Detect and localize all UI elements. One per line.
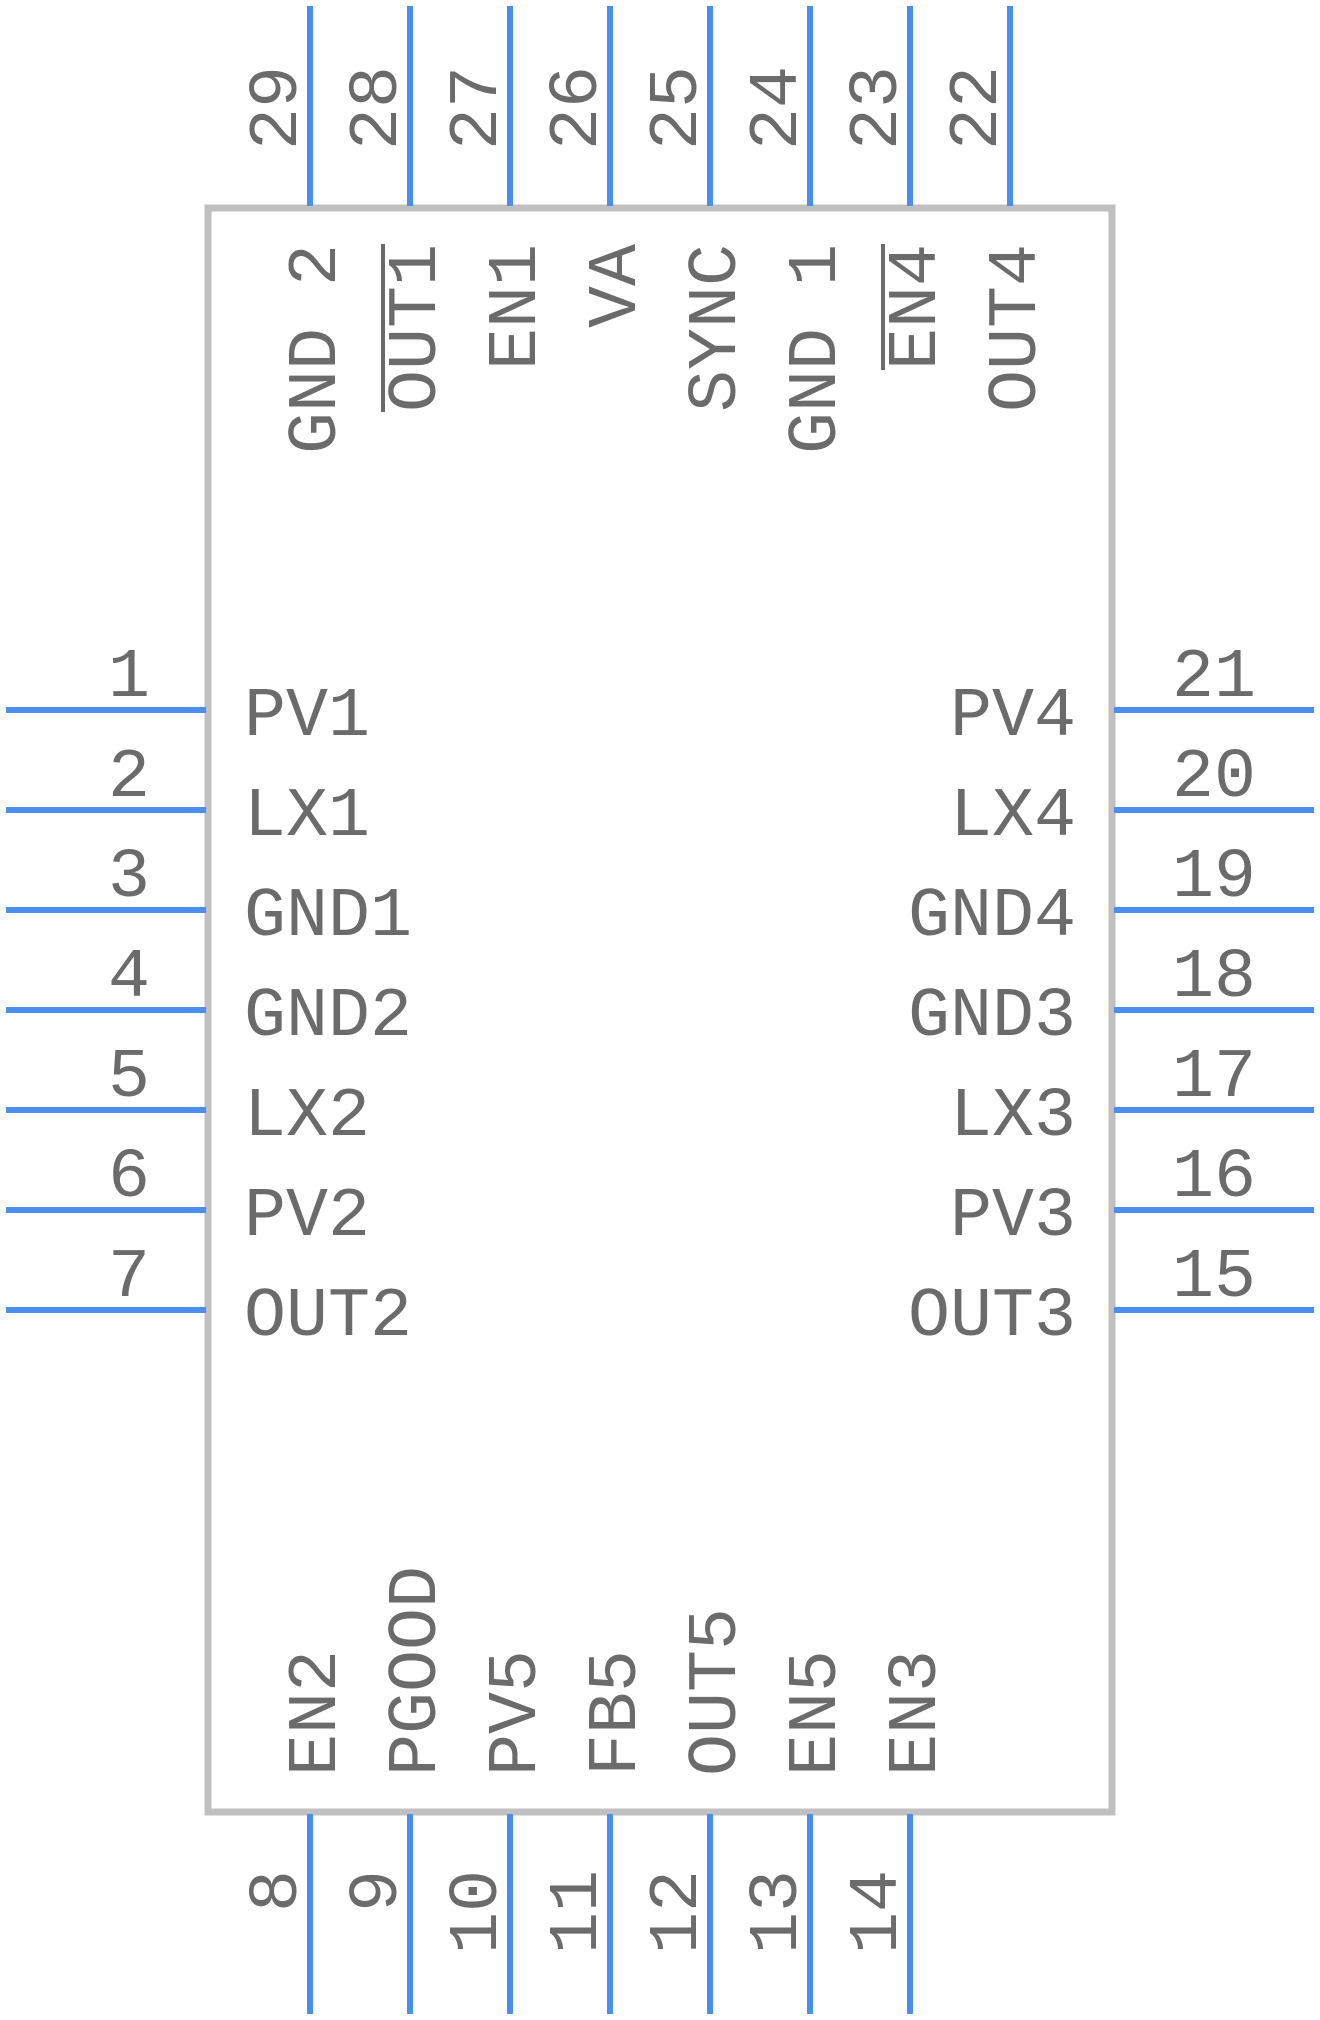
pin-17-label-lx3: LX3 <box>950 1078 1076 1157</box>
pin-8-label-en2: EN2 <box>278 1650 357 1776</box>
pin-12-label-out5: OUT5 <box>678 1608 757 1776</box>
pin-25-label-sync: SYNC <box>678 244 757 412</box>
pin-13-label-en5: EN5 <box>778 1650 857 1776</box>
pin-17-number: 17 <box>1172 1039 1256 1118</box>
pin-25-number: 25 <box>639 66 718 150</box>
pin-4-label-gnd2: GND2 <box>244 978 412 1057</box>
pin-20-number: 20 <box>1172 739 1256 818</box>
pin-15-label-out3: OUT3 <box>908 1278 1076 1357</box>
pin-21-label-pv4: PV4 <box>950 678 1076 757</box>
pin-24-number: 24 <box>739 66 818 150</box>
pin-5-label-lx2: LX2 <box>244 1078 370 1157</box>
pin-18-number: 18 <box>1172 939 1256 1018</box>
pin-1-number: 1 <box>108 639 150 718</box>
pin-29-label-gnd-2: GND 2 <box>278 244 357 454</box>
pin-3-label-gnd1: GND1 <box>244 878 412 957</box>
pin-21-number: 21 <box>1172 639 1256 718</box>
pin-28-number: 28 <box>339 66 418 150</box>
pin-1-label-pv1: PV1 <box>244 678 370 757</box>
pin-2-label-lx1: LX1 <box>244 778 370 857</box>
pin-2-number: 2 <box>108 739 150 818</box>
pin-20-label-lx4: LX4 <box>950 778 1076 857</box>
pin-24-label-gnd-1: GND 1 <box>778 244 857 454</box>
pin-19-number: 19 <box>1172 839 1256 918</box>
pin-22-label-out4: OUT4 <box>978 244 1057 412</box>
pin-6-number: 6 <box>108 1139 150 1218</box>
pin-27-number: 27 <box>439 66 518 150</box>
pin-4-number: 4 <box>108 939 150 1018</box>
pin-7-number: 7 <box>108 1239 150 1318</box>
pin-14-label-en3: EN3 <box>878 1650 957 1776</box>
pin-23-number: 23 <box>839 66 918 150</box>
pin-7-label-out2: OUT2 <box>244 1278 412 1357</box>
pin-29-number: 29 <box>239 66 318 150</box>
pin-23-label-en4: EN4 <box>878 244 957 370</box>
pin-5-number: 5 <box>108 1039 150 1118</box>
pin-9-number: 9 <box>339 1870 418 1912</box>
pin-9-label-pgood: PGOOD <box>378 1566 457 1776</box>
ic-body-outline <box>204 204 1116 1816</box>
pin-8-number: 8 <box>239 1870 318 1912</box>
pin-13-number: 13 <box>739 1870 818 1954</box>
pin-10-number: 10 <box>439 1870 518 1954</box>
pin-16-number: 16 <box>1172 1139 1256 1218</box>
pin-26-number: 26 <box>539 66 618 150</box>
pin-22-number: 22 <box>939 66 1018 150</box>
pin-26-label-va: VA <box>578 244 657 328</box>
pin-28-label-out1: OUT1 <box>378 244 457 412</box>
pin-19-label-gnd4: GND4 <box>908 878 1076 957</box>
pin-10-label-pv5: PV5 <box>478 1650 557 1776</box>
pin-3-number: 3 <box>108 839 150 918</box>
pin-11-label-fb5: FB5 <box>578 1650 657 1776</box>
pin-15-number: 15 <box>1172 1239 1256 1318</box>
pin-16-label-pv3: PV3 <box>950 1178 1076 1257</box>
pin-18-label-gnd3: GND3 <box>908 978 1076 1057</box>
pin-6-label-pv2: PV2 <box>244 1178 370 1257</box>
pin-11-number: 11 <box>539 1870 618 1954</box>
pin-12-number: 12 <box>639 1870 718 1954</box>
pin-27-label-en1: EN1 <box>478 244 557 370</box>
pin-14-number: 14 <box>839 1870 918 1954</box>
